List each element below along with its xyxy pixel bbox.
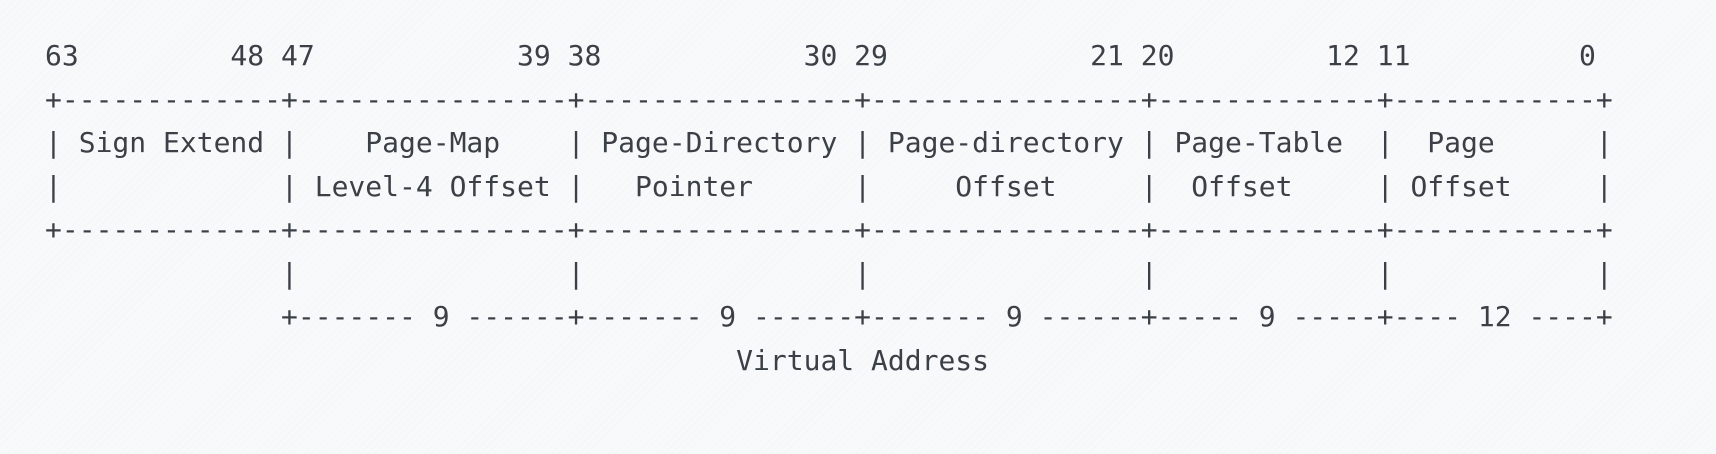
field-labels-row-1: | Sign Extend | Page-Map | Page-Director… xyxy=(45,126,1613,159)
box-bottom-border: +-------------+----------------+--------… xyxy=(45,213,1613,246)
bit-width-markers-row: +------- 9 ------+------- 9 ------+-----… xyxy=(45,300,1613,333)
bit-numbers-row: 63 48 47 39 38 30 29 21 20 12 11 0 xyxy=(45,39,1596,72)
field-labels-row-2: | | Level-4 Offset | Pointer | Offset | … xyxy=(45,169,1613,203)
caption-row: Virtual Address xyxy=(45,343,990,377)
connector-pipes-row: | | | | | | xyxy=(45,256,1613,290)
ascii-art: 63 48 47 39 38 30 29 21 20 12 11 0 +-----… xyxy=(45,34,1716,382)
box-top-border: +-------------+----------------+--------… xyxy=(45,82,1613,116)
virtual-address-diagram: 63 48 47 39 38 30 29 21 20 12 11 0 +-----… xyxy=(45,34,1716,382)
